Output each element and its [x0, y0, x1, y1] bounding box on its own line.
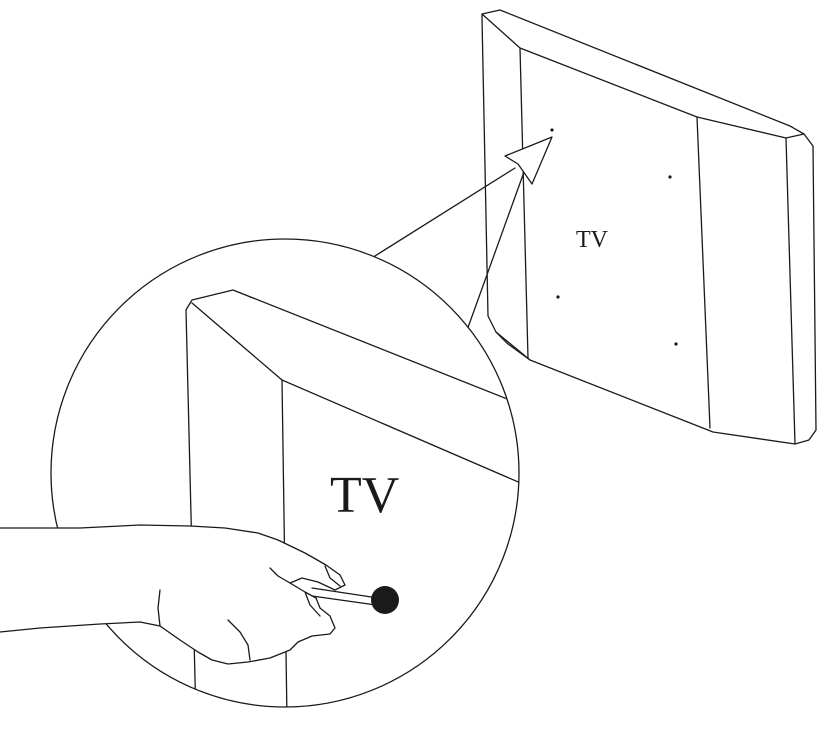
hand-thumb-line [324, 565, 341, 587]
mount-hole-top-left [550, 128, 554, 132]
tv-bevel-bottom [495, 331, 531, 361]
hand-icon [0, 524, 346, 665]
callout-connector [366, 136, 553, 334]
hand-with-marker [0, 524, 399, 665]
tv-label: TV [576, 227, 609, 253]
tv-right-panel-line [696, 116, 711, 429]
tv-bevel-top [481, 13, 805, 139]
zoom-tv-label: TV [330, 467, 399, 524]
mount-hole-bottom-left [556, 295, 560, 299]
marker-dot-icon [371, 586, 399, 614]
hand-knuckle-line [157, 589, 161, 627]
connector-line-bottom [465, 171, 525, 334]
mount-hole-bottom-right [674, 342, 678, 346]
connector-line-top [366, 167, 516, 262]
tv-outline [481, 9, 817, 445]
tv-rear-panel: TV [481, 9, 817, 445]
hand-finger-crease-2 [304, 591, 321, 617]
tv-left-panel-line [519, 47, 529, 359]
marker-body-lower [311, 595, 377, 606]
hand-palm-line [227, 619, 251, 661]
marker-body [311, 587, 379, 599]
tv-bevel-right-inner [785, 137, 796, 445]
zoom-tv-left-edge [185, 309, 197, 707]
zoom-tv-top-edge [185, 289, 519, 421]
mount-hole-top-right [668, 175, 672, 179]
hand-finger-crease-1 [269, 567, 291, 584]
arrow-head-icon [504, 136, 553, 185]
zoom-callout: TV [0, 238, 520, 708]
